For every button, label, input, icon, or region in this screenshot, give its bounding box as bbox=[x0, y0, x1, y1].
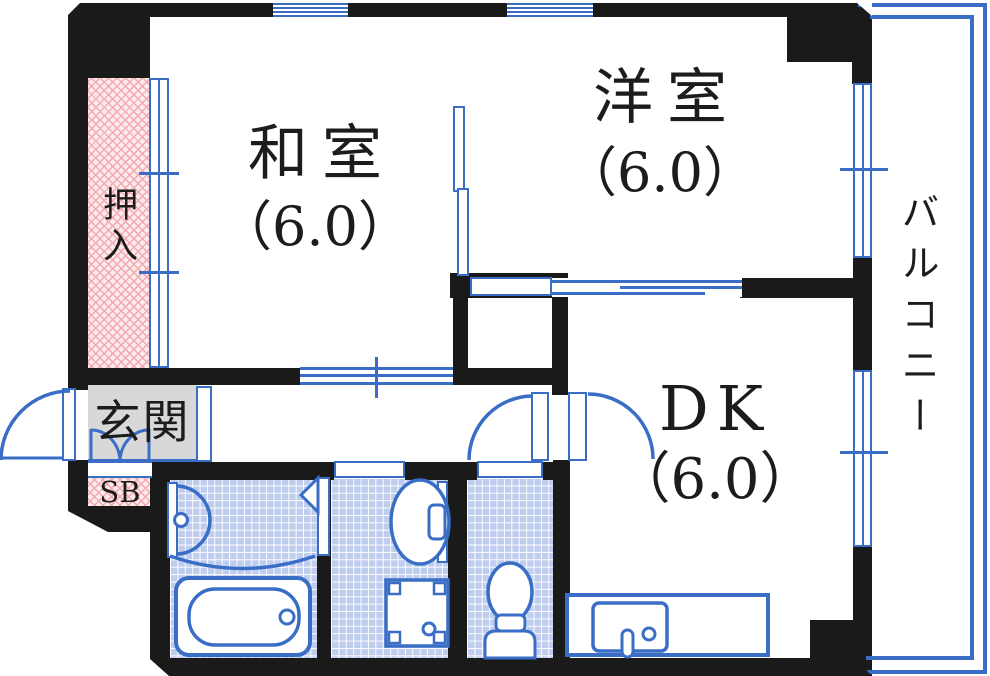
fusuma-oshiire bbox=[149, 78, 169, 368]
wall-bath-left bbox=[150, 462, 170, 676]
label-shoebox: SB bbox=[99, 475, 141, 509]
wall-hall-bottom-2 bbox=[405, 462, 477, 480]
wall-closet-left bbox=[453, 273, 468, 385]
washroom-doorway bbox=[334, 461, 405, 478]
label-youshitsu-size: （6.0） bbox=[563, 141, 757, 204]
label-oshiire: 押入 bbox=[97, 186, 137, 268]
window-washitsu-top bbox=[273, 3, 348, 17]
wall-closet-right bbox=[552, 273, 568, 395]
wall-block-topright bbox=[787, 3, 857, 62]
kitchen-drain-icon bbox=[641, 626, 657, 642]
wall-toilet-dk-divider bbox=[553, 460, 570, 658]
closet-door bbox=[470, 277, 552, 296]
wall-right-mid bbox=[853, 258, 872, 370]
label-washitsu: 和室 bbox=[248, 119, 396, 189]
label-genkan: 玄関 bbox=[94, 395, 191, 449]
washroom-cabinet bbox=[437, 481, 448, 563]
wall-block-bottomright bbox=[810, 620, 855, 676]
window-tick-dk bbox=[840, 451, 888, 454]
balcony-rail-top-inner bbox=[870, 15, 974, 19]
wall-closet-bottom bbox=[453, 368, 568, 385]
oshiire-floor bbox=[84, 78, 150, 368]
balcony-rail-bottom-outer bbox=[866, 670, 986, 674]
window-tick-youshitsu bbox=[840, 168, 888, 171]
wall-left-lower bbox=[68, 460, 88, 512]
balcony-rail-right-outer bbox=[983, 3, 987, 674]
label-dk: DK bbox=[658, 372, 772, 445]
sliding-tick-washitsu bbox=[375, 357, 378, 398]
sliding-door-youshitsu-dk bbox=[552, 278, 742, 297]
genkan-hall-partition bbox=[196, 386, 212, 462]
shower-column bbox=[167, 482, 178, 558]
balcony-rail-bottom-inner bbox=[866, 656, 974, 660]
toilet-doorway bbox=[477, 461, 543, 478]
label-balcony: バルコニー bbox=[895, 192, 939, 447]
toilet-door-arc bbox=[467, 394, 534, 461]
balcony-rail-right-inner bbox=[970, 15, 974, 660]
window-youshitsu-top bbox=[507, 3, 593, 17]
kitchen-counter-icon bbox=[565, 593, 770, 657]
wall-right-top bbox=[852, 3, 872, 84]
window-dk-balcony bbox=[853, 370, 872, 547]
toilet-floor bbox=[467, 478, 553, 658]
wall-youshitsu-dk bbox=[740, 278, 855, 298]
wall-hall-bottom-1 bbox=[150, 462, 334, 480]
kitchen-faucet-icon bbox=[620, 628, 635, 659]
kitchen-sink-icon bbox=[591, 601, 669, 653]
entrance-door-arc bbox=[0, 389, 71, 461]
wall-top-2 bbox=[348, 3, 507, 17]
balcony-rail-top-outer bbox=[858, 3, 986, 7]
bath-door-leaf bbox=[317, 477, 330, 556]
washroom-floor bbox=[331, 478, 448, 658]
fusuma-washitsu-youshitsu-b bbox=[457, 188, 469, 276]
wall-right-bottom bbox=[853, 547, 872, 660]
genkan-step-edge bbox=[88, 459, 197, 462]
dk-door-leaf bbox=[568, 392, 587, 461]
wall-washitsu-bottom bbox=[68, 368, 300, 385]
fusuma-tick-1 bbox=[139, 172, 179, 175]
shoebox-floor bbox=[88, 478, 152, 508]
wall-bottom bbox=[150, 658, 872, 676]
bathroom-floor bbox=[170, 478, 317, 658]
wall-wash-toilet-divider bbox=[448, 478, 467, 658]
wall-left-upper bbox=[68, 3, 88, 390]
fusuma-washitsu-youshitsu-a bbox=[453, 106, 465, 192]
toilet-door-leaf bbox=[531, 392, 549, 461]
label-dk-size: （6.0） bbox=[614, 447, 816, 512]
entrance-door-leaf bbox=[62, 388, 76, 461]
fusuma-tick-2 bbox=[139, 271, 179, 274]
label-washitsu-size: （6.0） bbox=[218, 195, 412, 258]
label-youshitsu: 洋室 bbox=[593, 63, 741, 133]
